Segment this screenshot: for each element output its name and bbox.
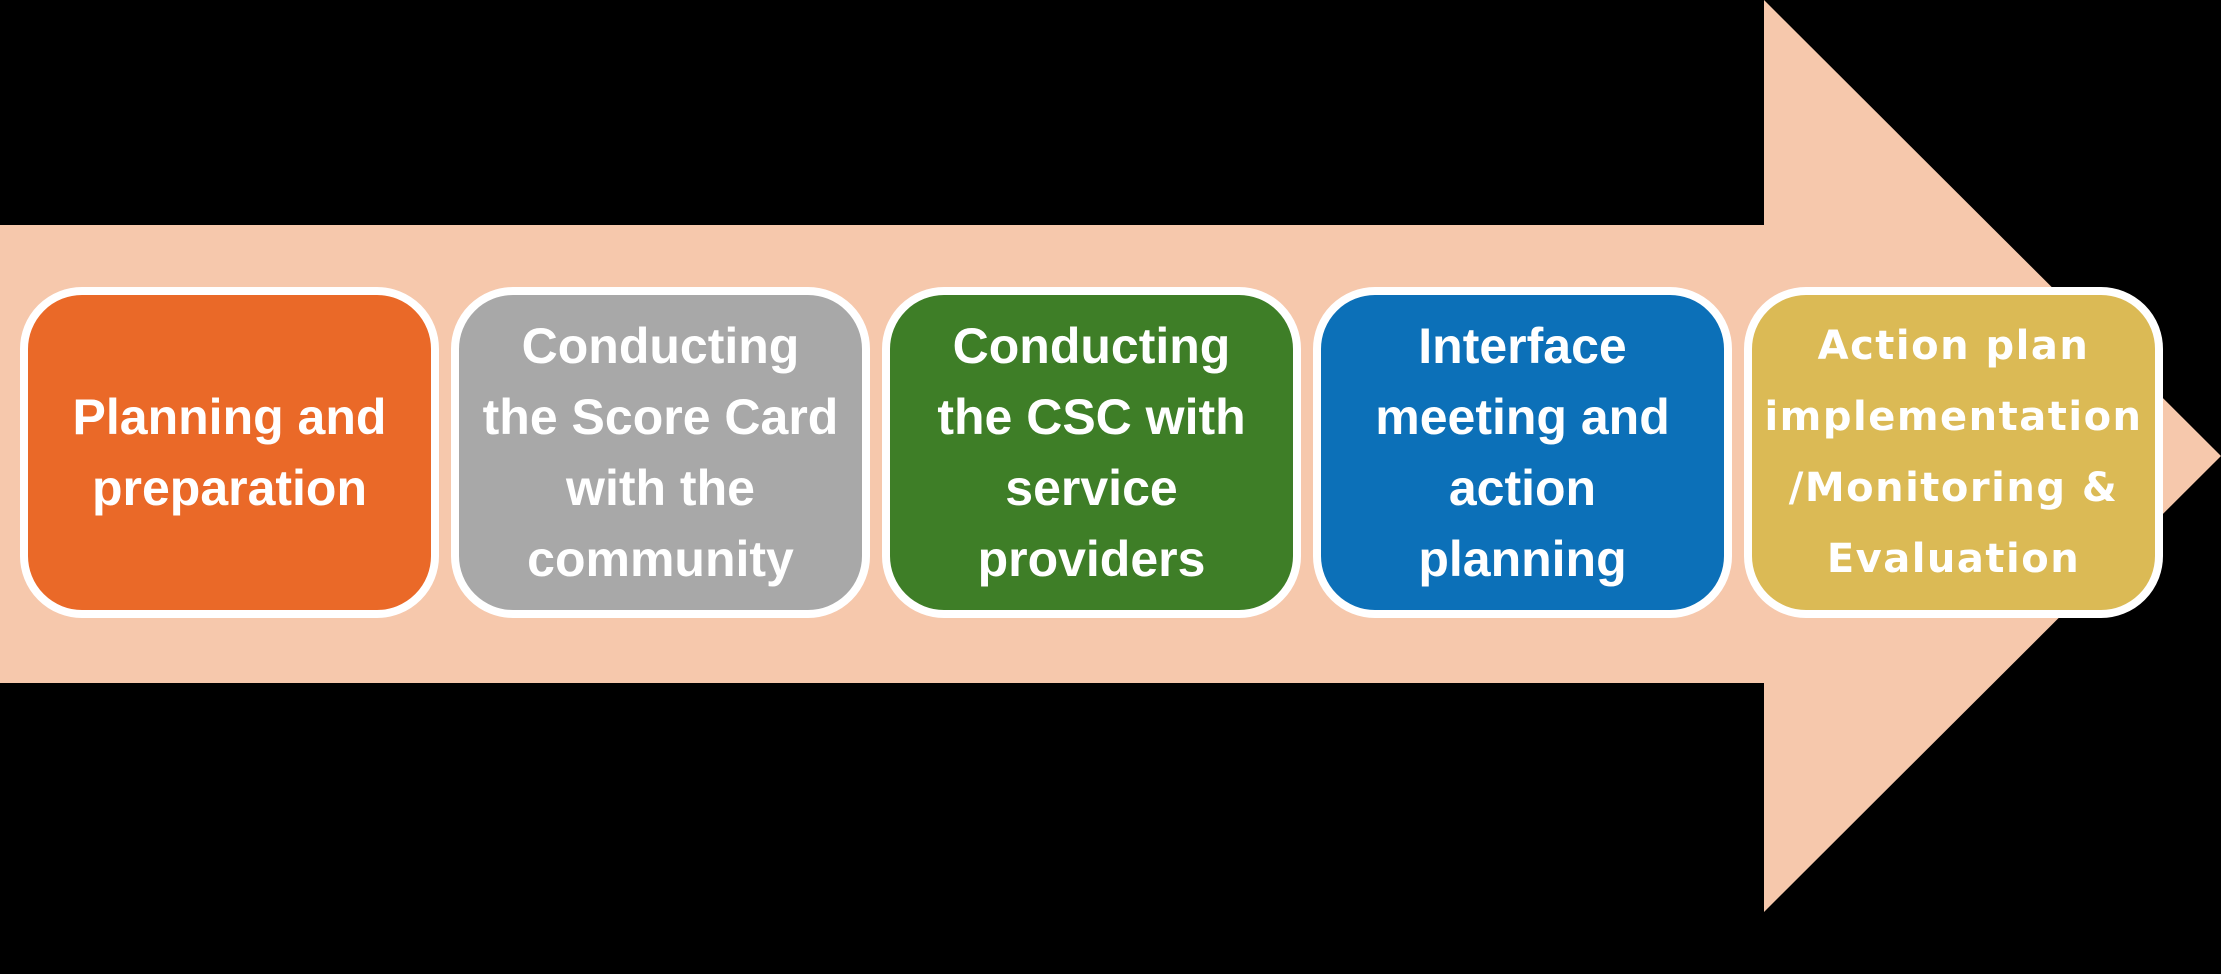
step-interface-meeting-action-planning: Interface meeting and action planning <box>1313 287 1732 618</box>
step-action-plan-implementation-monitoring-evaluation: Action plan implementation /Monitoring &… <box>1744 287 2163 618</box>
steps-row: Planning and preparation Conducting the … <box>20 287 2163 618</box>
step-scorecard-with-community: Conducting the Score Card with the commu… <box>451 287 870 618</box>
step-planning-and-preparation: Planning and preparation <box>20 287 439 618</box>
step-csc-with-service-providers: Conducting the CSC with service provider… <box>882 287 1301 618</box>
